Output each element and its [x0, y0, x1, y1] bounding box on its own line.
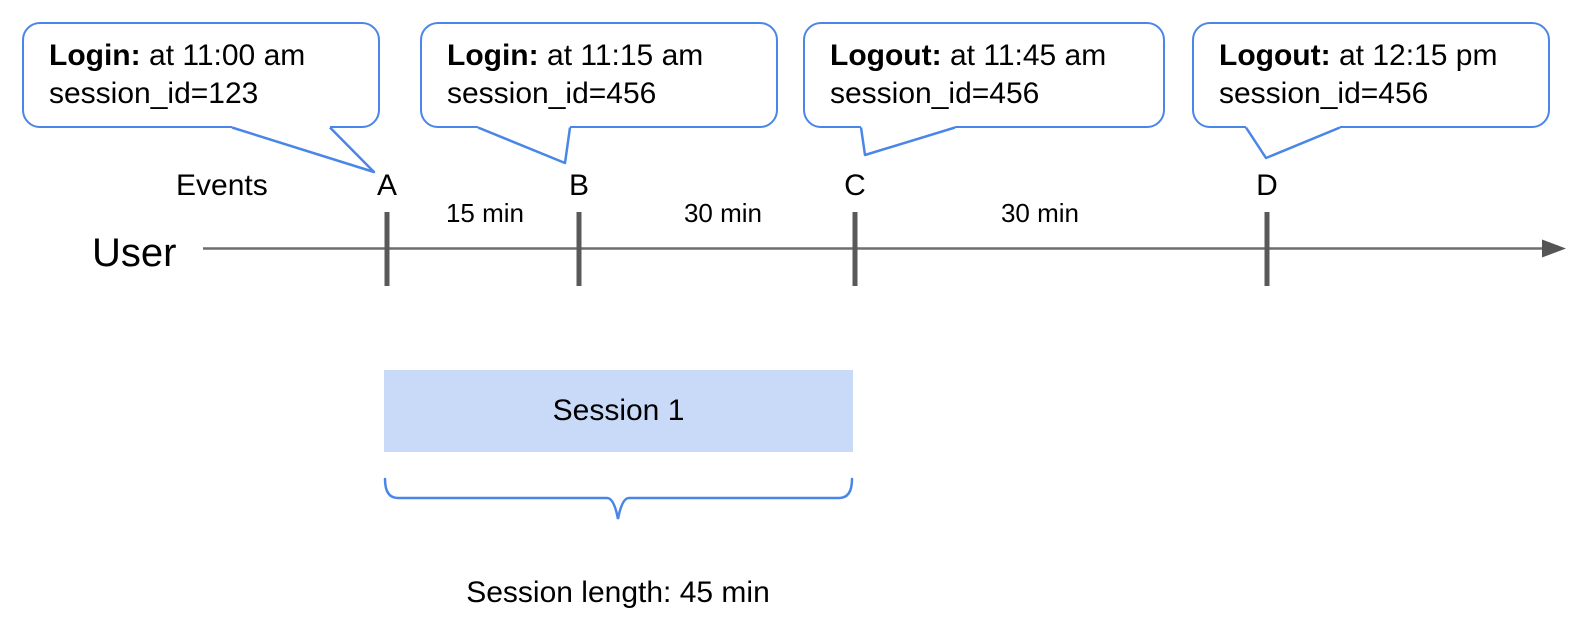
callout-tail-b	[477, 122, 572, 165]
callout-event-c: Logout:at 11:45 am session_id=456	[803, 22, 1165, 128]
callout-time: at 11:45 am	[950, 39, 1107, 72]
callout-line-1: Login:at 11:15 am	[447, 37, 776, 75]
callout-session-id: session_id=456	[447, 77, 657, 110]
callout-line-1: Login:at 11:00 am	[49, 37, 378, 75]
callout-time: at 11:15 am	[547, 39, 704, 72]
callout-event-b: Login:at 11:15 am session_id=456	[420, 22, 778, 128]
event-marker-b: B	[568, 169, 590, 202]
callout-session-id: session_id=456	[1219, 77, 1429, 110]
session-box-label: Session 1	[552, 394, 685, 427]
callout-time: at 12:15 pm	[1339, 39, 1498, 72]
session-brace	[383, 477, 854, 520]
events-axis-label: Events	[176, 169, 268, 202]
session-box: Session 1	[384, 370, 853, 452]
callout-time: at 11:00 am	[149, 39, 306, 72]
timeline-arrowhead-icon	[1542, 239, 1566, 258]
event-marker-d: D	[1256, 169, 1278, 202]
interval-label-cd: 30 min	[1000, 198, 1080, 228]
event-marker-a: A	[376, 169, 398, 202]
callout-event-a: Login:at 11:00 am session_id=123	[22, 22, 380, 128]
callout-action: Login:	[49, 39, 141, 72]
timeline-row-label: User	[92, 231, 177, 275]
session-length-caption: Session length: 45 min	[466, 576, 770, 609]
callout-action: Logout:	[830, 39, 942, 72]
callout-event-d: Logout:at 12:15 pm session_id=456	[1192, 22, 1550, 128]
interval-label-bc: 30 min	[683, 198, 763, 228]
callout-session-id: session_id=456	[830, 77, 1040, 110]
callout-line-1: Logout:at 11:45 am	[830, 37, 1163, 75]
callout-action: Logout:	[1219, 39, 1331, 72]
callout-line-1: Logout:at 12:15 pm	[1219, 37, 1548, 75]
callout-tail-a	[231, 122, 376, 174]
event-marker-c: C	[844, 169, 866, 202]
callout-session-id: session_id=123	[49, 77, 259, 110]
interval-label-ab: 15 min	[445, 198, 525, 228]
callout-action: Login:	[447, 39, 539, 72]
